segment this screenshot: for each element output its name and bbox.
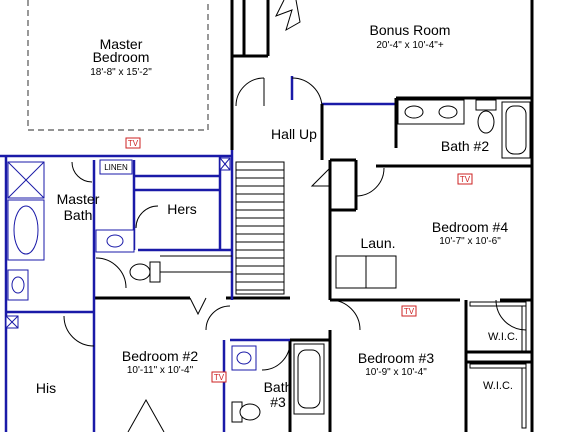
room-labels: Master Bedroom 18'-8" x 15'-2" Bonus Roo… [36, 22, 518, 410]
bedroom2-size: 10'-11" x 10'-4" [127, 365, 194, 376]
master-bath-label-line1: Master [57, 191, 100, 207]
tv-marker-bedroom2 [211, 371, 227, 383]
bedroom4-size: 10'-7" x 10'-6" [439, 236, 501, 247]
master-bedroom-size: 18'-8" x 15'-2" [90, 67, 152, 78]
wic2-label: W.I.C. [483, 380, 513, 392]
bath2-label: Bath #2 [441, 138, 489, 154]
staircase [160, 161, 285, 295]
tv-marker-bedroom3 [401, 305, 417, 317]
laundry-label: Laun. [360, 235, 395, 251]
toilet [149, 261, 161, 283]
bedroom3-size: 10'-9" x 10'-4" [365, 367, 427, 378]
bath3-label-line1: Bath [264, 379, 293, 395]
bedroom3-label: Bedroom #3 [358, 350, 434, 366]
bonus-room-size: 20'-4" x 10'-4"+ [376, 40, 444, 51]
hall-up-label: Hall Up [271, 126, 317, 142]
tv-markers: TV TV TV TV [125, 137, 473, 383]
bedroom4-label: Bedroom #4 [432, 219, 508, 235]
bedroom2-label: Bedroom #2 [122, 348, 198, 364]
door-swings [63, 0, 527, 432]
his-closet-label: His [36, 380, 56, 396]
bonus-room-label: Bonus Room [370, 22, 451, 38]
wic1-label: W.I.C. [488, 331, 518, 343]
tv-label: TV [214, 373, 225, 382]
hers-closet-label: Hers [167, 201, 197, 217]
tv-marker-master [125, 137, 141, 149]
bath3-label-line2: #3 [270, 394, 286, 410]
fixtures [5, 99, 531, 429]
linen-label: LINEN [104, 163, 128, 172]
tv-label: TV [404, 307, 415, 316]
master-bath-label-line2: Bath [64, 207, 93, 223]
master-bedroom-tray-ceiling [27, 0, 209, 131]
washer [335, 255, 367, 289]
master-bedroom-label-line1: Master [100, 36, 143, 52]
tv-label: TV [128, 139, 139, 148]
master-bedroom-label-line2: Bedroom [93, 49, 150, 65]
tv-label: TV [460, 175, 471, 184]
dryer [365, 255, 397, 289]
tv-marker-bath2 [457, 173, 473, 185]
linen-closet [99, 159, 133, 175]
